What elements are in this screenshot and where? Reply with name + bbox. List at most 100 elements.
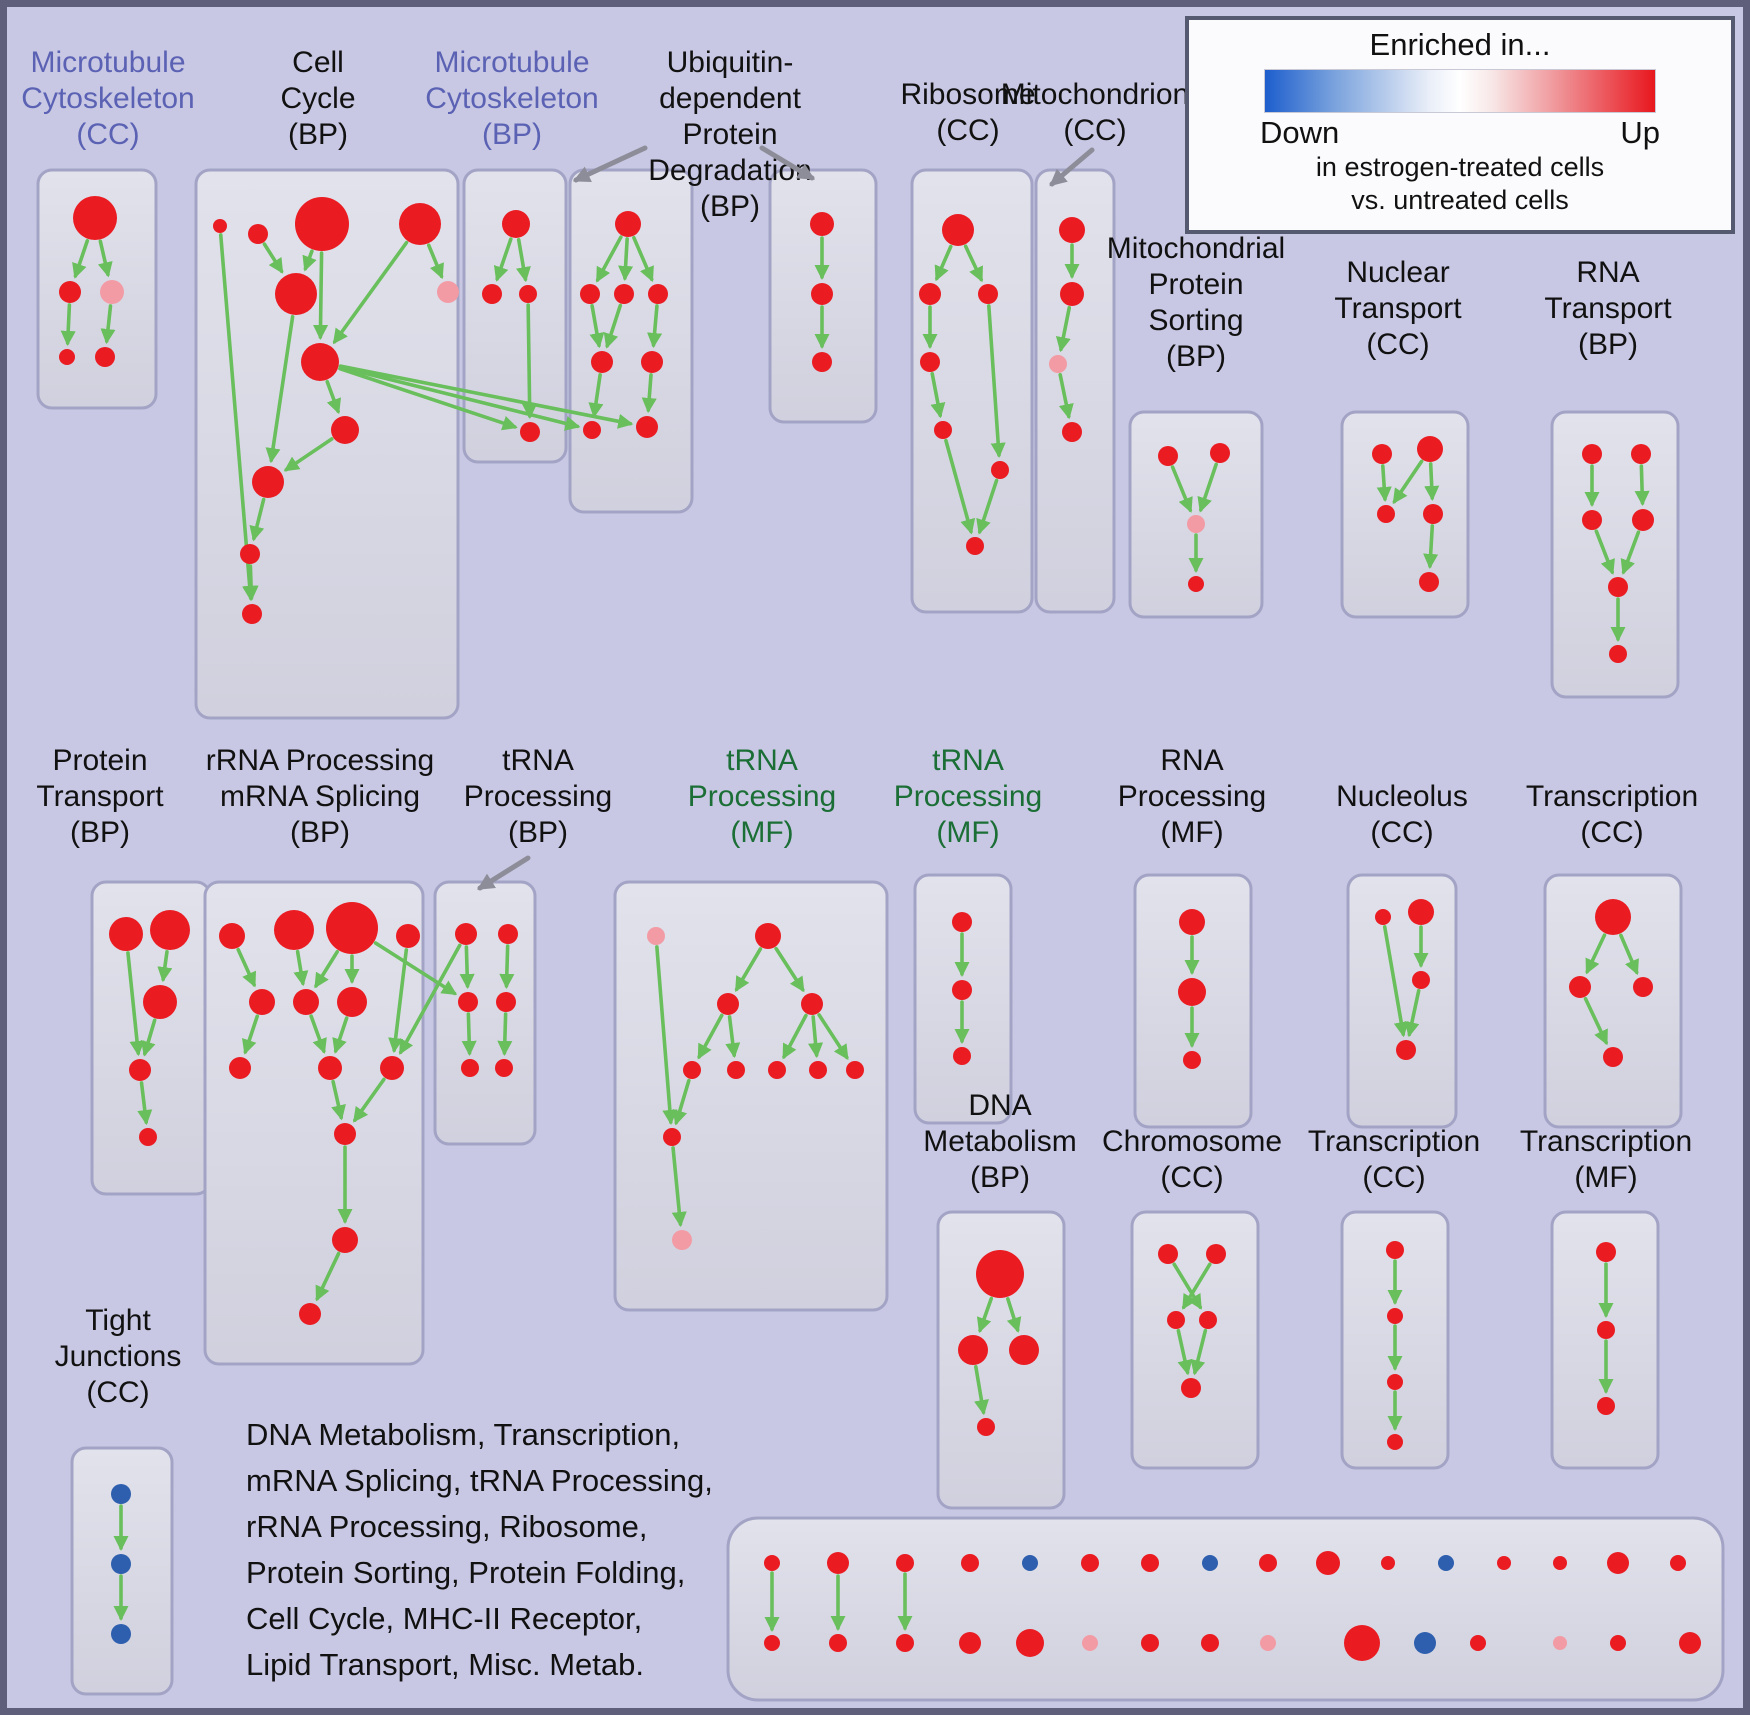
cluster-box-dna-metabolism-bp [936,1210,1066,1510]
edge-arrow [1634,464,1650,507]
edge-arrow [1404,988,1421,1038]
node-rna-processing-mf-2 [1183,1051,1201,1069]
node-microtubule-cytoskeleton-cc-3 [59,349,75,365]
node-ubiquitin-degradation-box-b-2 [812,352,832,372]
edge-arrow [1197,462,1218,513]
node-ubiquitin-degradation-box-b-0 [810,212,834,236]
edge-arrow [218,233,258,602]
edge-arrow [808,1015,824,1059]
node-ubiquitin-degradation-box-a-4 [591,351,613,373]
edge-arrow [459,945,475,990]
node-shared-terms-8 [1259,1554,1277,1572]
node-ubiquitin-degradation-box-a-3 [648,284,668,304]
edge-arrow [60,303,76,347]
edge-arrow [1594,529,1615,575]
edge-arrow [1585,933,1607,975]
edge-arrow [493,237,513,282]
label-chromosome-cc: Chromosome(CC) [1102,1125,1282,1194]
edge-arrow [72,238,90,279]
cluster-box-chromosome-cc [1130,1210,1260,1470]
node-transcription-mf-1 [1597,1321,1615,1339]
edge-arrow [1190,1328,1208,1376]
node-trna-processing-mf-large-8 [846,1061,864,1079]
node-mitochondrial-protein-sorting-bp-3 [1188,576,1204,592]
node-shared-terms-29 [1610,1635,1626,1651]
node-ribosome-cc-2 [978,284,998,304]
node-rrna-processing-mrna-splicing-bp-4 [249,989,275,1015]
annotation-arrow [572,145,648,183]
node-cell-cycle-bp-0 [213,219,227,233]
node-mitochondrion-cc-2 [1049,355,1067,373]
node-shared-terms-10 [1381,1556,1395,1570]
edge-arrow [309,1014,327,1054]
node-mitochondrial-protein-sorting-bp-2 [1187,515,1205,533]
edge-arrow [1058,372,1074,420]
edge-arrow [157,949,173,983]
node-transcription-cc-upper-1 [1569,976,1591,998]
node-transcription-cc-lower-2 [1387,1374,1403,1390]
legend-up-label: Up [1620,115,1660,150]
edge-arrow [655,945,678,1126]
edge-arrow [249,497,266,542]
node-protein-transport-bp-2 [143,985,177,1019]
node-chromosome-cc-3 [1199,1311,1217,1329]
node-rna-transport-bp-1 [1631,444,1651,464]
node-cell-cycle-bp-2 [295,197,349,251]
cluster-box-trna-processing-bp [433,880,537,1146]
node-rrna-processing-mrna-splicing-bp-11 [332,1227,358,1253]
legend-gradient-bar [1264,69,1656,113]
edge-arrow [641,373,657,414]
node-transcription-cc-upper-2 [1633,977,1653,997]
node-nucleolus-cc-1 [1408,899,1434,925]
node-transcription-cc-upper-3 [1603,1047,1623,1067]
node-shared-terms-23 [1201,1634,1219,1652]
edge-arrow [338,366,518,431]
node-shared-terms-25 [1344,1625,1380,1661]
node-transcription-cc-lower-3 [1387,1434,1403,1450]
node-microtubule-cytoskeleton-bp-2 [519,285,537,303]
label-mitochondrion-cc: Mitochondrion(CC) [1001,78,1189,147]
edge-arrow [242,1014,260,1055]
edge-arrow [1055,305,1072,353]
node-nuclear-transport-cc-0 [1372,444,1392,464]
node-transcription-mf-0 [1596,1242,1616,1262]
node-tight-junctions-cc-2 [111,1624,131,1644]
layer-annot [477,145,1095,891]
node-dna-metabolism-bp-3 [977,1418,995,1436]
cluster-box-nucleolus-cc [1346,873,1458,1129]
edge-arrow [398,943,462,1055]
label-nucleolus-cc: Nucleolus(CC) [1336,780,1468,849]
node-rna-transport-bp-0 [1582,444,1602,464]
legend: Enriched in... Down Up in estrogen-treat… [1185,16,1735,234]
node-trna-processing-bp-5 [495,1059,513,1077]
node-rrna-processing-mrna-splicing-bp-0 [219,923,245,949]
edge-arrow [976,478,999,535]
node-rrna-processing-mrna-splicing-bp-9 [380,1056,404,1080]
edge-arrow [522,303,538,420]
node-cell-cycle-bp-6 [301,343,339,381]
legend-endpoints-row: Down Up [1260,115,1660,151]
edge-arrow [293,949,309,987]
edge-arrow [140,1018,157,1057]
edge-arrow [126,951,145,1057]
node-trna-processing-mf-large-2 [717,993,739,1015]
edge-arrow [987,304,1006,459]
legend-context-line-2: vs. untreated cells [1351,185,1569,215]
edge-arrow [603,303,623,349]
node-protein-transport-bp-3 [129,1059,151,1081]
edge-arrow [302,249,317,272]
node-trna-processing-bp-4 [461,1059,479,1077]
edge-arrow [672,1078,691,1126]
node-shared-terms-15 [1670,1555,1686,1571]
edge-arrow [974,1364,989,1416]
cluster-box-microtubule-cytoskeleton-bp [462,168,568,464]
